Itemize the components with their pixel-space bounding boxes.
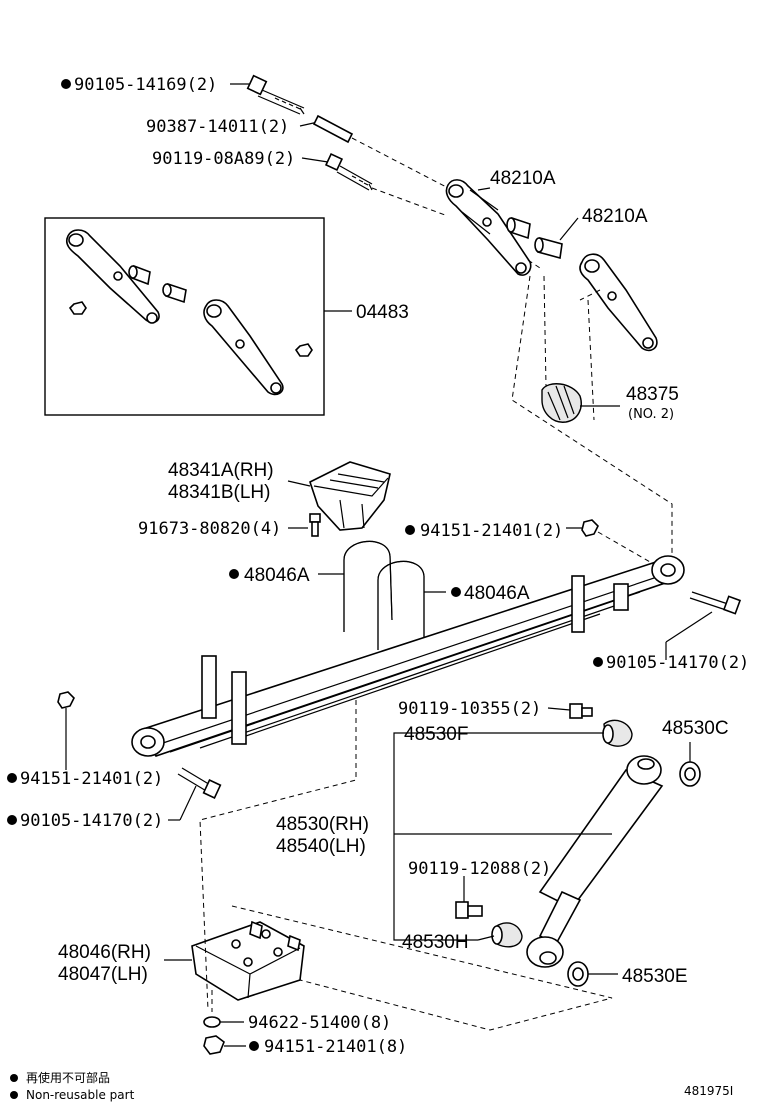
- label-48530F: 48530F: [404, 724, 468, 745]
- non-reusable-dot: [405, 525, 415, 535]
- label-48530C: 48530C: [662, 718, 729, 739]
- nut-94151-21401-bottom: [203, 1035, 246, 1055]
- label-94151-21401-left: 94151-21401(2): [20, 769, 163, 789]
- label-48046A-right: 48046A: [464, 583, 530, 604]
- bushing-48530H: [491, 922, 523, 948]
- label-94622-51400: 94622-51400(8): [248, 1013, 391, 1033]
- label-48530E: 48530E: [622, 966, 688, 987]
- spring-plate-48046: [191, 920, 305, 1001]
- label-48046: 48046(RH): [58, 942, 151, 963]
- bolt-90105-14170-right: [665, 591, 742, 660]
- label-91673-80820: 91673-80820(4): [138, 519, 281, 539]
- bumper-48375: [541, 383, 582, 423]
- pin-90387-14011: [299, 114, 354, 144]
- label-48210A-2: 48210A: [582, 206, 648, 227]
- legend-english: Non-reusable part: [26, 1088, 135, 1102]
- label-48047: 48047(LH): [58, 964, 148, 985]
- kit-box-04483: [44, 217, 325, 416]
- label-90119-10355: 90119-10355(2): [398, 699, 541, 719]
- washer-48530C: [679, 742, 701, 787]
- label-90105-14170-left: 90105-14170(2): [20, 811, 163, 831]
- shackle-48210A: [445, 179, 532, 276]
- nut-94151-21401-top: [566, 519, 599, 537]
- leaf-spring: [131, 555, 685, 757]
- label-48530: 48530(RH): [276, 814, 369, 835]
- non-reusable-dot: [7, 773, 17, 783]
- label-48341A: 48341A(RH): [168, 460, 274, 481]
- label-90119-08A89: 90119-08A89(2): [152, 149, 295, 169]
- spring-seat-48341: [309, 461, 391, 531]
- non-reusable-dot: [7, 815, 17, 825]
- nut-94151-21401-left: [57, 691, 75, 770]
- label-94151-21401-bottom: 94151-21401(8): [264, 1037, 407, 1057]
- label-90105-14169: 90105-14169(2): [74, 75, 217, 95]
- label-48375-no2: (NO. 2): [628, 407, 674, 422]
- bolt-90119-12088: [455, 876, 483, 919]
- label-90119-12088: 90119-12088(2): [408, 859, 551, 879]
- non-reusable-dot: [593, 657, 603, 667]
- non-reusable-dot: [229, 569, 239, 579]
- washer-94622-51400: [203, 1016, 244, 1028]
- non-reusable-dot: [61, 79, 71, 89]
- label-48375: 48375: [626, 384, 679, 405]
- non-reusable-dot: [451, 587, 461, 597]
- label-94151-21401-top: 94151-21401(2): [420, 521, 563, 541]
- shackle-plate: [579, 253, 658, 352]
- label-48341B: 48341B(LH): [168, 482, 270, 503]
- bushing-48530F: [602, 719, 633, 747]
- bushing-48210A-2: [534, 236, 563, 260]
- label-48046A-left: 48046A: [244, 565, 310, 586]
- shock-absorber-48530: [526, 755, 664, 968]
- u-bolt-48046A-left: [343, 540, 393, 632]
- kit-contents: [65, 229, 313, 396]
- non-reusable-dot: [249, 1041, 259, 1051]
- bushing-48210A-1: [506, 216, 531, 240]
- washer-48530E: [567, 961, 618, 987]
- bolt-90105-14169: [230, 74, 305, 115]
- bolt-91673-80820: [288, 513, 321, 537]
- label-48540: 48540(LH): [276, 836, 366, 857]
- legend-dot-1: [10, 1074, 18, 1082]
- label-04483: 04483: [356, 302, 409, 323]
- legend-japanese: 再使用不可部品: [26, 1070, 110, 1085]
- bolt-90119-10355: [547, 703, 593, 719]
- bolt-90119-08A89: [301, 152, 373, 191]
- u-bolt-48046A-right: [377, 560, 425, 650]
- label-90387-14011: 90387-14011(2): [146, 117, 289, 137]
- label-90105-14170-right: 90105-14170(2): [606, 653, 749, 673]
- label-48210A-1: 48210A: [490, 168, 556, 189]
- legend-dot-2: [10, 1091, 18, 1099]
- bolt-90105-14170-left: [168, 767, 222, 821]
- figure-id: 481975I: [684, 1084, 733, 1098]
- label-48530H: 48530H: [402, 932, 469, 953]
